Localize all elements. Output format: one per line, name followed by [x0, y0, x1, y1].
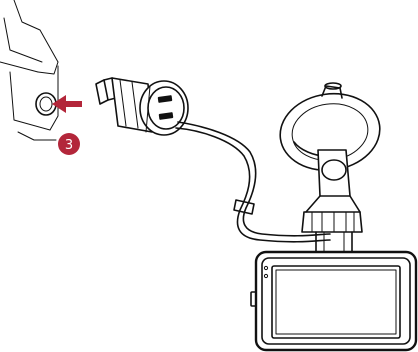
usb-car-charger-icon — [95, 77, 189, 136]
dash-camera-icon — [250, 250, 418, 352]
power-cable — [175, 121, 331, 243]
step-badge: 3 — [58, 133, 80, 155]
insert-arrow-icon — [52, 95, 82, 113]
step-number: 3 — [65, 138, 73, 153]
suction-cup-mount-icon — [279, 82, 381, 253]
dashboard-panel — [0, 0, 59, 141]
